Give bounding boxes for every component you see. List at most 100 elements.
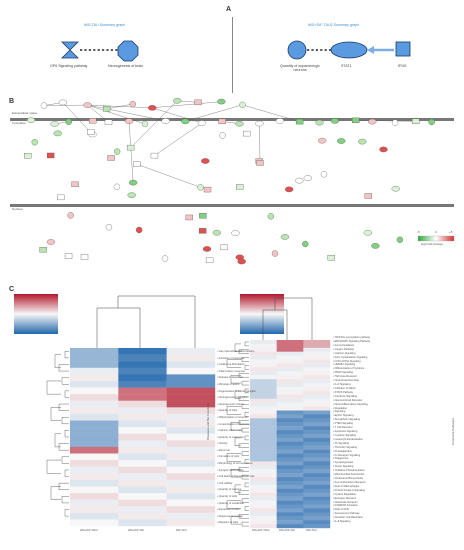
- heatmap-cell: [70, 486, 119, 494]
- heatmap-cell: [70, 387, 119, 395]
- heatmap-cell: [276, 359, 304, 364]
- heatmap-cell: [118, 387, 167, 395]
- pathway-node: [352, 117, 360, 124]
- heatmap-cell: [166, 519, 216, 527]
- heatmap-cell: [250, 375, 277, 380]
- heatmap-cell: [250, 383, 277, 388]
- heatmap-cell: [276, 387, 304, 392]
- pathway-nodes: [24, 97, 435, 265]
- heatmap-cell: [250, 414, 277, 419]
- pathway-node: [295, 118, 304, 125]
- row-label: • Release in sequence: [217, 376, 243, 380]
- row-label: • Senescence Pathway: [333, 512, 360, 516]
- pathway-node: [46, 239, 56, 245]
- pathway-node: [40, 102, 48, 109]
- heatmap-cell: [303, 340, 331, 345]
- row-label: • HMGB1 Signaling: [333, 363, 356, 367]
- heatmap-cell: [276, 434, 304, 439]
- legend-mid: 0: [435, 230, 437, 234]
- pathway-node: [231, 230, 240, 236]
- pathway-node: [80, 254, 89, 260]
- heatmap-cell: [276, 379, 304, 384]
- heatmap-cell: [303, 398, 331, 403]
- pathway-node: [161, 118, 170, 124]
- heatmap-cell: [250, 359, 277, 364]
- heatmap-cell: [276, 445, 304, 450]
- left-heatmap: [70, 348, 216, 527]
- ifng-label: IFNG: [398, 64, 407, 68]
- heatmap-cell: [250, 453, 277, 458]
- row-label: • PPAR Signaling: [333, 371, 353, 375]
- heatmap-cell: [250, 410, 277, 415]
- heatmap-cell: [276, 437, 304, 443]
- pathway-node: [135, 226, 143, 234]
- membrane-bar: [10, 118, 454, 121]
- heatmap-cell: [118, 361, 167, 368]
- row-label: • Prostaglandins: [333, 449, 352, 453]
- heatmap-cell: [166, 486, 216, 494]
- compartment-nucleus: Nucleus: [12, 207, 23, 211]
- heatmap-cell: [118, 420, 167, 428]
- pathway-node: [218, 118, 226, 125]
- pathway-node: [391, 186, 400, 192]
- heatmap-cell: [70, 348, 119, 355]
- heatmap-cell: [166, 446, 216, 454]
- pathway-node: [128, 179, 138, 186]
- pathway-node: [303, 175, 313, 181]
- heatmap-cell: [166, 473, 216, 481]
- heatmap-cell: [166, 493, 216, 500]
- heatmap-cell: [303, 473, 331, 478]
- pathway-node: [205, 257, 214, 264]
- heatmap-cell: [303, 390, 331, 396]
- heatmap-cell: [276, 500, 304, 505]
- heatmap-cell: [250, 524, 277, 529]
- heatmap-cell: [166, 440, 216, 448]
- heatmap-cell: [70, 354, 119, 362]
- heatmap-cell: [303, 371, 331, 376]
- row-label: • Activation of neuroglia: [217, 356, 245, 360]
- heatmap-cell: [118, 479, 167, 487]
- pathway-node: [57, 194, 65, 201]
- heatmap-cell: [250, 390, 277, 396]
- pathway-node: [185, 214, 193, 221]
- heatmap-cell: [303, 387, 331, 392]
- heatmap-cell: [118, 413, 167, 421]
- heatmap-cell: [166, 413, 216, 421]
- heatmap-cell: [166, 367, 216, 375]
- heatmap-cell: [250, 477, 277, 482]
- pathway-node: [67, 212, 74, 219]
- pathway-node: [107, 155, 115, 161]
- heatmap-cell: [118, 506, 167, 514]
- row-label: • Quantity of metabolite: [217, 501, 244, 505]
- heatmap-cell: [250, 504, 277, 509]
- heatmap-cell: [303, 414, 331, 419]
- row-label: • Sirtuin Signaling: [333, 465, 354, 469]
- log2-legend-bar: [417, 235, 455, 242]
- row-label: • Calcium influx in cell: [217, 429, 243, 433]
- heatmap-cell: [118, 367, 167, 375]
- heatmap-cell: [70, 440, 119, 448]
- heatmap-cell: [276, 520, 304, 525]
- row-label: • Role of PKR: [333, 508, 349, 512]
- heatmap-cell: [118, 453, 167, 461]
- left-col-dendrogram: [96, 295, 196, 348]
- row-label: • Thrombin Signaling: [333, 445, 357, 449]
- pathway-node: [239, 101, 246, 109]
- row-label: • Quantity of cells: [217, 409, 238, 413]
- heatmap-cell: [70, 394, 119, 401]
- heatmap-cell: [276, 524, 304, 529]
- row-label: • Differentiation of Cytokine: [333, 367, 365, 371]
- panel-a-network: [61, 40, 411, 62]
- row-label: • Signaling: [333, 410, 346, 414]
- row-label: • Role of Macrophages: [333, 484, 360, 488]
- heatmap-cell: [303, 516, 331, 521]
- panel-a-divider: [232, 17, 233, 93]
- pathway-node: [26, 117, 36, 123]
- heatmap-cell: [166, 407, 216, 415]
- heatmap-cell: [250, 473, 277, 478]
- heatmap-cell: [250, 363, 277, 368]
- row-label: • Expansion of cells: [217, 508, 240, 512]
- heatmap-cell: [250, 371, 277, 376]
- heatmap-cell: [276, 390, 304, 396]
- row-label: • Inhibition of Matrix: [333, 386, 356, 390]
